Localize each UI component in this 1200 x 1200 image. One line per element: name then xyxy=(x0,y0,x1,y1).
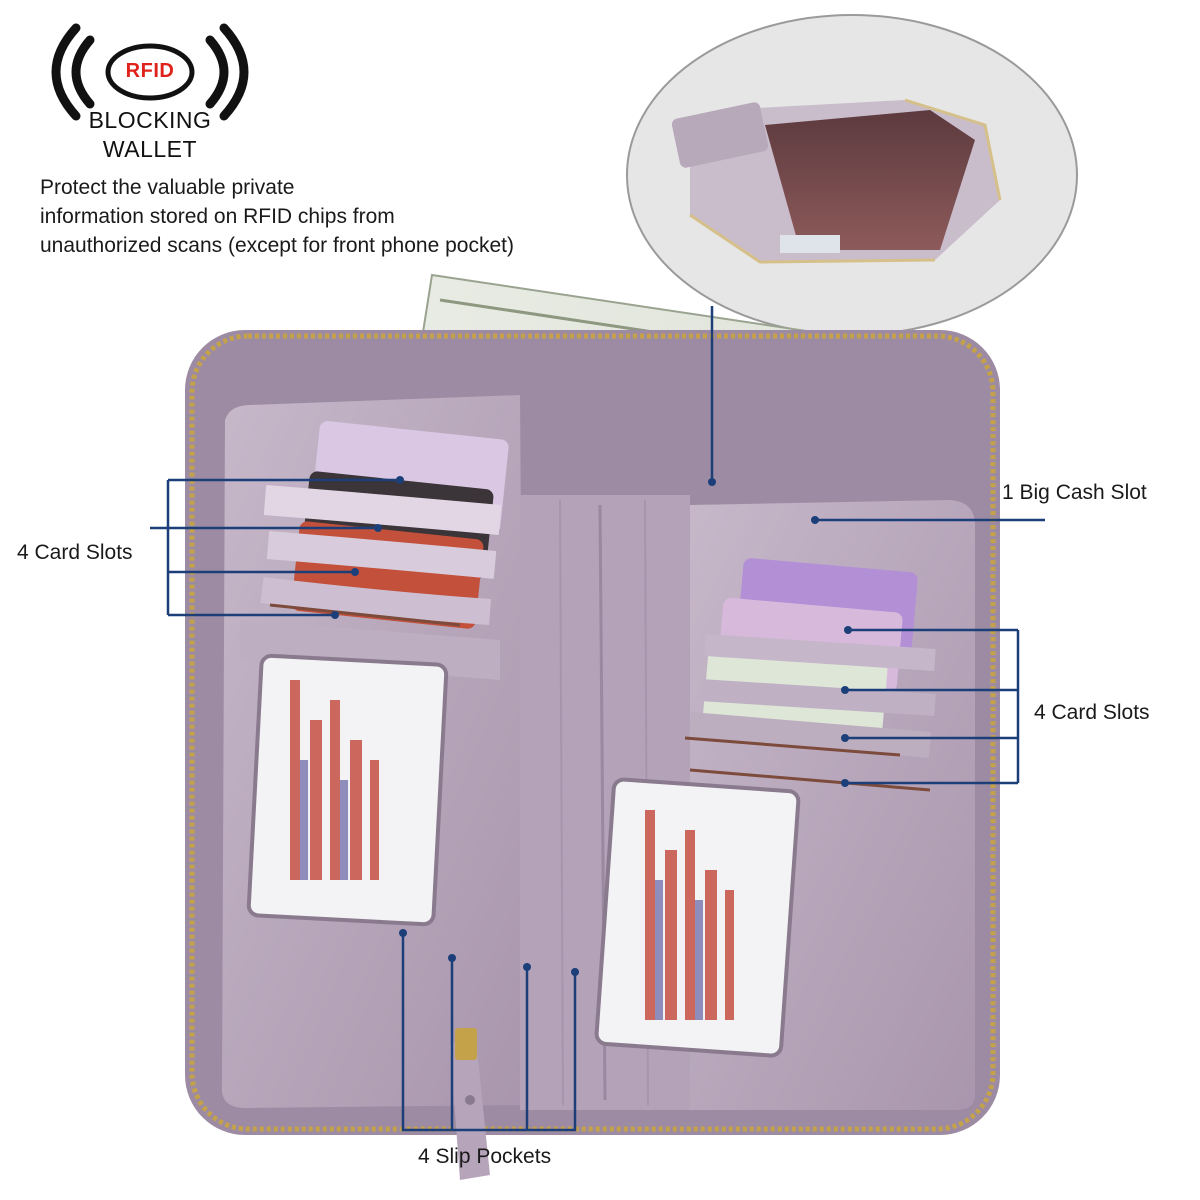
badge-line-wallet: WALLET xyxy=(102,136,198,162)
description-line-3: unauthorized scans (except for front pho… xyxy=(40,234,514,257)
callout-left-card-slots: 4 Card Slots xyxy=(17,541,133,564)
callout-slip-pockets: 4 Slip Pockets xyxy=(418,1145,552,1168)
left-cards xyxy=(240,421,509,680)
rfid-description: Protect the valuable private information… xyxy=(40,173,620,260)
id-windows xyxy=(246,653,801,1058)
callout-cash-slot: 1 Big Cash Slot xyxy=(1002,481,1147,504)
description-line-1: Protect the valuable private xyxy=(40,176,295,199)
inset-detail-image xyxy=(626,14,1078,336)
callout-dots xyxy=(331,476,852,976)
rfid-badge-label: RFID xyxy=(125,60,175,82)
right-cards xyxy=(684,558,936,792)
rfid-badge-oval xyxy=(105,43,195,101)
callout-lines xyxy=(150,306,1045,1132)
badge-line-blocking: BLOCKING xyxy=(88,107,212,133)
rfid-signal-icon xyxy=(51,23,249,121)
description-line-2: information stored on RFID chips from xyxy=(40,205,395,228)
callout-right-card-slots: 4 Card Slots xyxy=(1034,701,1150,724)
